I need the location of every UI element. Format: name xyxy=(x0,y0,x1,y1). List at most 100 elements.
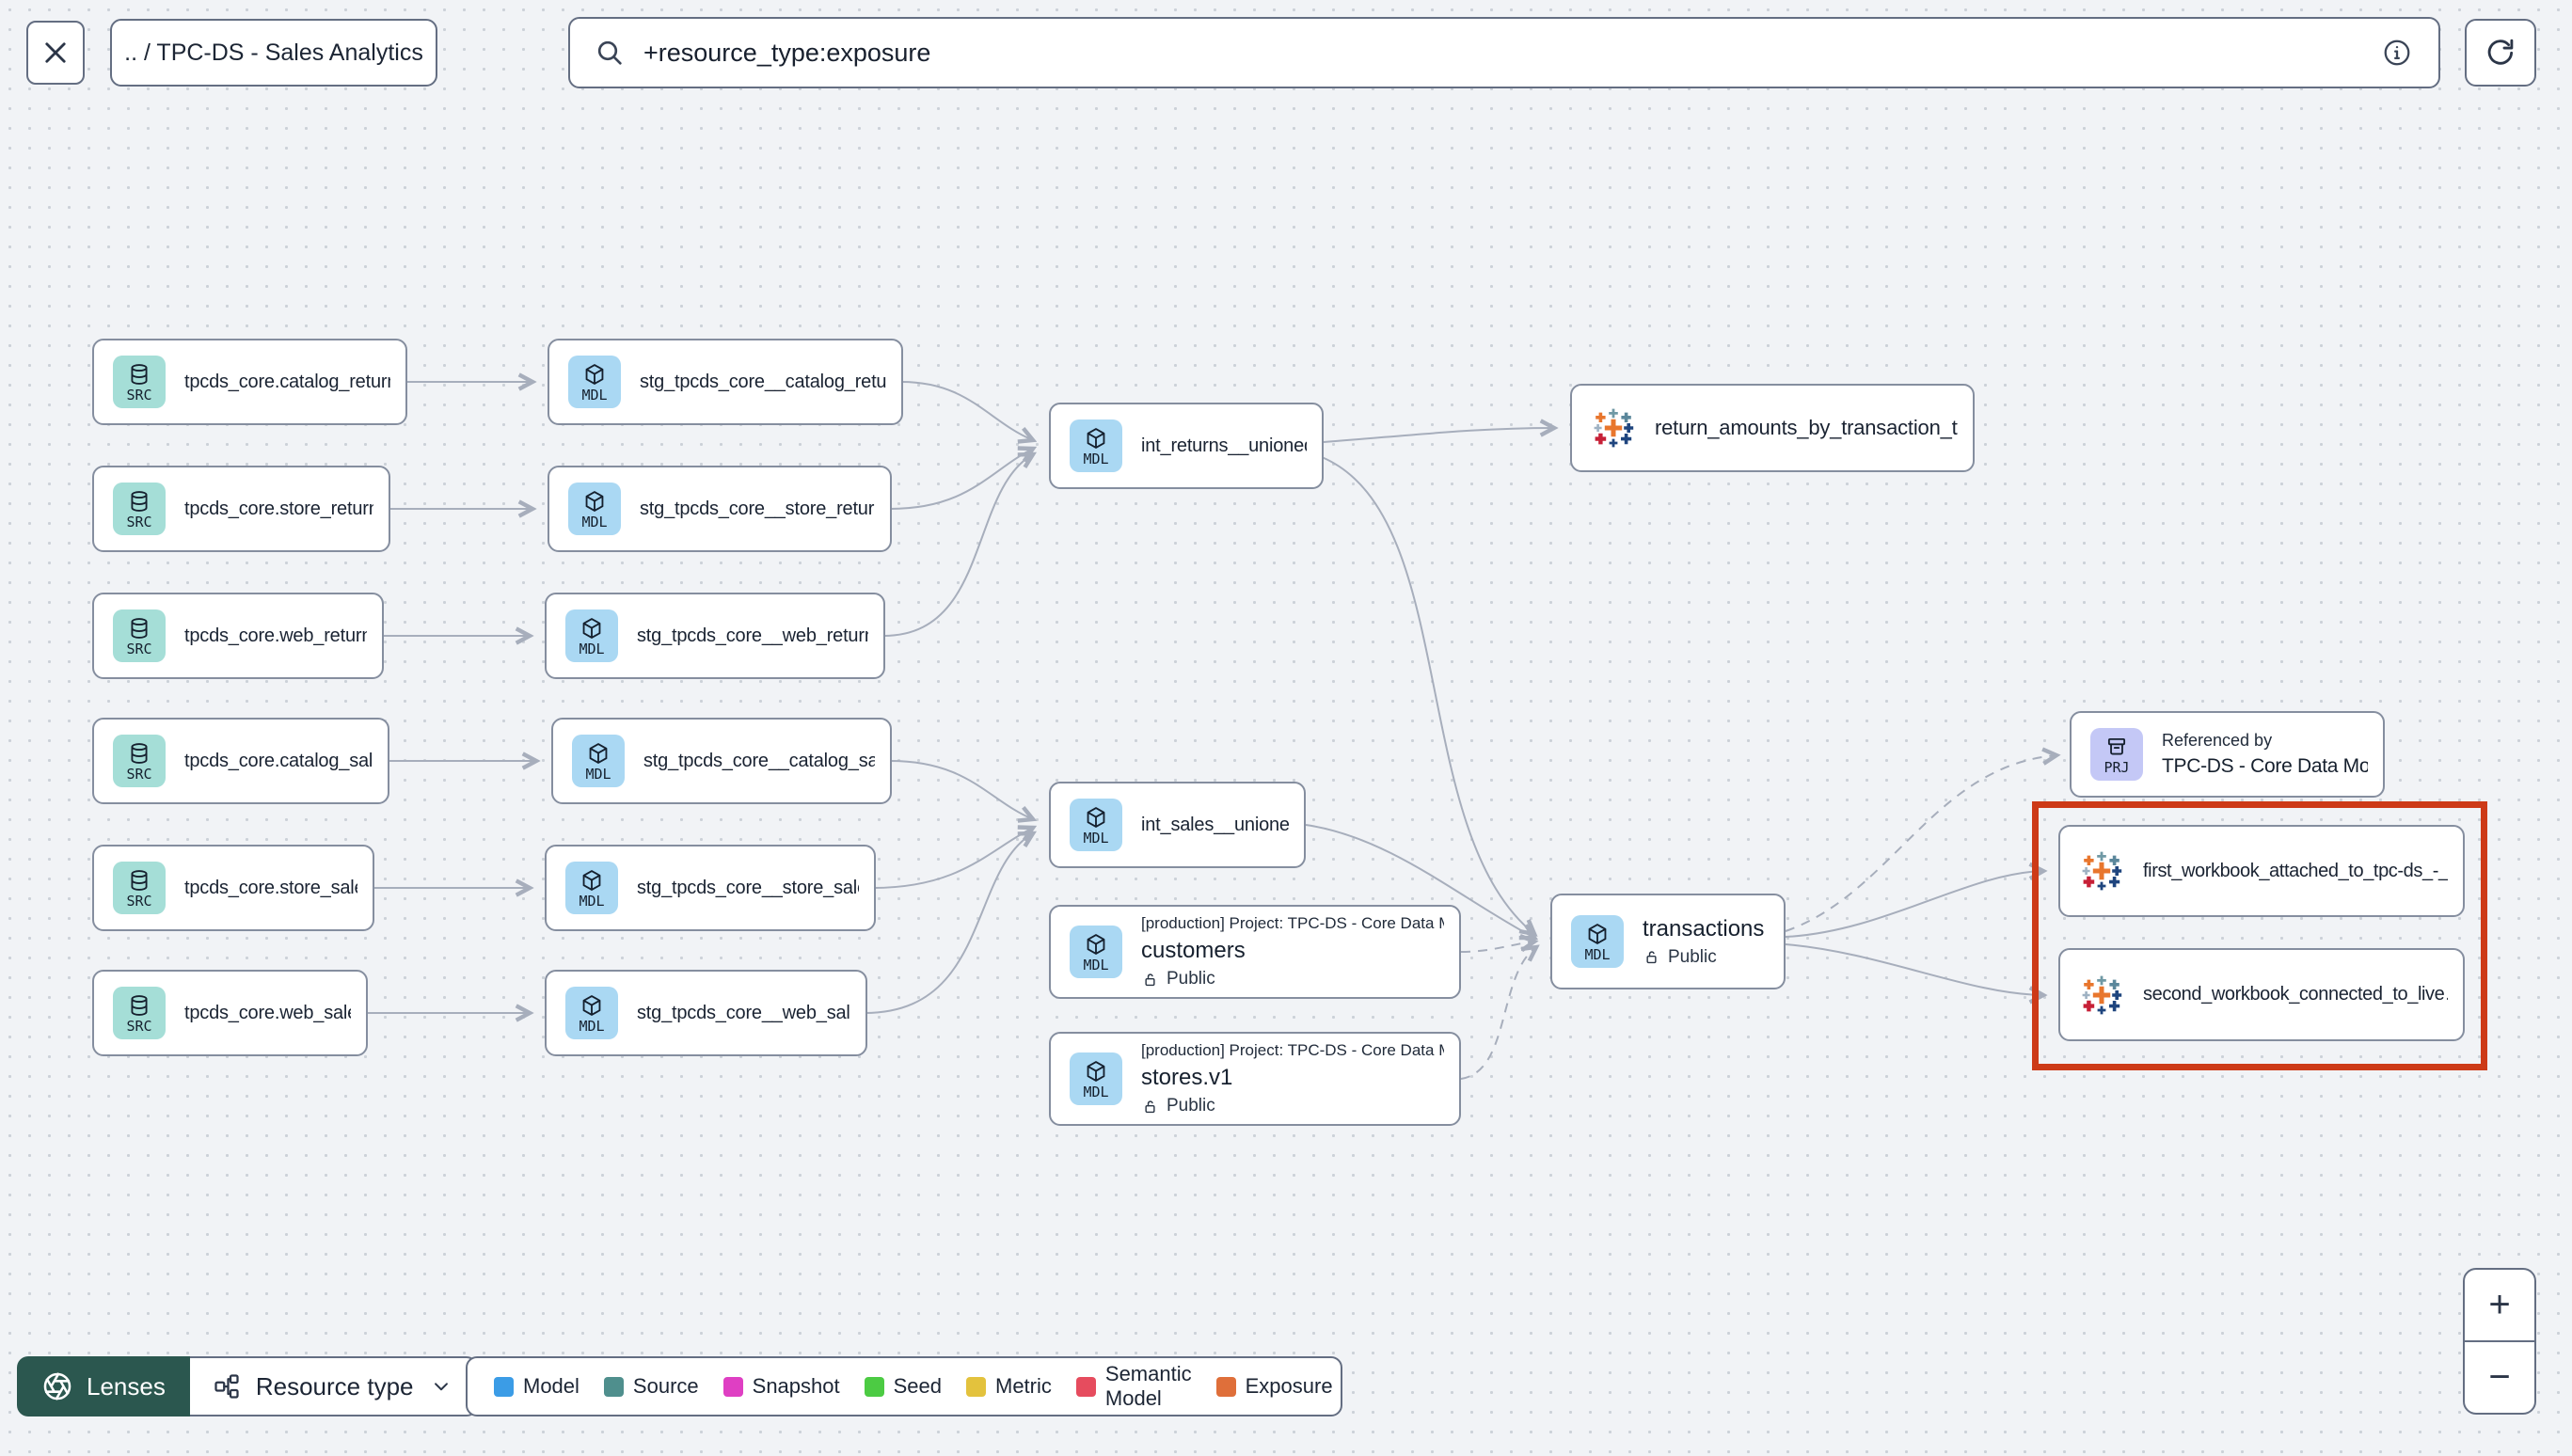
node-project-reference[interactable]: PRJ Referenced by TPC-DS - Core Data Mod… xyxy=(2070,711,2385,798)
zoom-in-button[interactable]: + xyxy=(2488,1284,2511,1325)
node-src-catalog-returns[interactable]: SRC tpcds_core.catalog_returns xyxy=(92,339,407,425)
node-workbook-second[interactable]: second_workbook_connected_to_live… xyxy=(2058,948,2465,1041)
cube-icon xyxy=(579,616,604,641)
node-label: transactions xyxy=(1643,915,1765,942)
legend-swatch xyxy=(1215,1376,1236,1397)
model-badge: MDL xyxy=(1070,1052,1122,1105)
model-badge: MDL xyxy=(565,987,618,1039)
node-label: stores.v1 xyxy=(1141,1065,1233,1090)
node-label: return_amounts_by_transaction_type xyxy=(1655,416,1958,439)
cube-icon xyxy=(1585,922,1610,946)
cube-icon xyxy=(1084,1059,1108,1084)
node-label: stg_tpcds_core__store_sales xyxy=(637,877,859,898)
node-project-caption: [production] Project: TPC-DS - Core Data… xyxy=(1141,914,1444,932)
legend-item-metric: Metric xyxy=(966,1374,1052,1399)
lenses-button[interactable]: Lenses xyxy=(17,1356,190,1416)
legend-swatch xyxy=(1075,1376,1096,1397)
node-workbook-first[interactable]: first_workbook_attached_to_tpc-ds_-_… xyxy=(2058,825,2465,917)
legend-item-exposure: Exposure xyxy=(1215,1374,1333,1399)
chevron-down-icon xyxy=(434,1383,448,1391)
search-input[interactable] xyxy=(642,37,2414,69)
node-src-store-returns[interactable]: SRC tpcds_core.store_returns xyxy=(92,466,390,552)
node-src-store-sales[interactable]: SRC tpcds_core.store_sales xyxy=(92,845,374,931)
tableau-icon xyxy=(2079,848,2124,894)
node-src-web-sales[interactable]: SRC tpcds_core.web_sales xyxy=(92,970,368,1056)
node-transactions[interactable]: MDL transactions Public xyxy=(1550,894,1786,989)
source-badge: SRC xyxy=(113,987,166,1039)
node-stg-store-sales[interactable]: MDL stg_tpcds_core__store_sales xyxy=(545,845,876,931)
node-stg-web-returns[interactable]: MDL stg_tpcds_core__web_returns xyxy=(545,593,885,679)
breadcrumb[interactable]: .. / TPC-DS - Sales Analytics xyxy=(110,19,437,87)
node-stg-catalog-sales[interactable]: MDL stg_tpcds_core__catalog_sales xyxy=(551,718,892,804)
zoom-out-button[interactable]: − xyxy=(2465,1340,2534,1413)
node-label: stg_tpcds_core__web_sales xyxy=(637,1002,850,1023)
access-badge: Public xyxy=(1141,1096,1444,1116)
model-badge: MDL xyxy=(1571,915,1624,968)
cube-icon xyxy=(1084,932,1108,957)
node-label: stg_tpcds_core__catalog_returns xyxy=(640,371,886,392)
node-label: tpcds_core.catalog_sales xyxy=(184,750,373,771)
node-exposure-return-amounts[interactable]: return_amounts_by_transaction_type xyxy=(1570,384,1975,472)
model-badge: MDL xyxy=(565,609,618,662)
close-button[interactable] xyxy=(26,21,85,85)
node-label: tpcds_core.catalog_returns xyxy=(184,371,390,392)
database-icon xyxy=(127,741,151,766)
node-src-catalog-sales[interactable]: SRC tpcds_core.catalog_sales xyxy=(92,718,389,804)
legend-item-semantic-model: Semantic Model xyxy=(1075,1362,1192,1411)
legend-swatch xyxy=(494,1376,514,1397)
node-stg-catalog-returns[interactable]: MDL stg_tpcds_core__catalog_returns xyxy=(548,339,903,425)
legend-item-source: Source xyxy=(603,1374,699,1399)
node-caption: Referenced by xyxy=(2162,731,2273,750)
node-label: first_workbook_attached_to_tpc-ds_-_… xyxy=(2143,860,2448,881)
legend-item-snapshot: Snapshot xyxy=(722,1374,840,1399)
node-src-web-returns[interactable]: SRC tpcds_core.web_returns xyxy=(92,593,384,679)
node-label: int_sales__unioned xyxy=(1141,814,1289,835)
node-label: stg_tpcds_core__catalog_sales xyxy=(643,750,875,771)
model-badge: MDL xyxy=(1070,926,1122,978)
model-badge: MDL xyxy=(568,356,621,408)
legend-item-model: Model xyxy=(494,1374,579,1399)
node-customers[interactable]: MDL [production] Project: TPC-DS - Core … xyxy=(1049,905,1461,999)
node-stores-v1[interactable]: MDL [production] Project: TPC-DS - Core … xyxy=(1049,1032,1461,1126)
close-icon xyxy=(45,42,66,63)
source-badge: SRC xyxy=(113,735,166,787)
search-icon xyxy=(597,40,622,65)
model-badge: MDL xyxy=(565,862,618,914)
cube-icon xyxy=(1084,426,1108,451)
project-icon xyxy=(2104,735,2129,759)
cube-icon xyxy=(582,489,607,514)
database-icon xyxy=(127,993,151,1018)
resource-type-label: Resource type xyxy=(255,1371,414,1401)
cube-icon xyxy=(586,741,611,766)
cube-icon xyxy=(582,362,607,387)
tableau-icon xyxy=(2079,973,2124,1018)
node-label: tpcds_core.web_returns xyxy=(184,625,367,646)
aperture-icon xyxy=(41,1370,73,1402)
search-bar xyxy=(568,17,2440,88)
highlight-box xyxy=(2032,801,2487,1070)
node-label: stg_tpcds_core__web_returns xyxy=(637,625,868,646)
info-icon[interactable] xyxy=(2382,38,2412,68)
legend: Model Source Snapshot Seed Metric Semant… xyxy=(466,1356,1342,1416)
lock-open-icon xyxy=(1141,1098,1159,1116)
node-stg-web-sales[interactable]: MDL stg_tpcds_core__web_sales xyxy=(545,970,867,1056)
lens-control: Lenses Resource type xyxy=(17,1356,478,1416)
node-int-returns-unioned[interactable]: MDL int_returns__unioned xyxy=(1049,403,1324,489)
node-label: customers xyxy=(1141,938,1246,963)
node-stg-store-returns[interactable]: MDL stg_tpcds_core__store_returns xyxy=(548,466,892,552)
legend-swatch xyxy=(603,1376,624,1397)
lenses-label: Lenses xyxy=(87,1371,166,1401)
access-badge: Public xyxy=(1643,947,1764,968)
breadcrumb-label: .. / TPC-DS - Sales Analytics xyxy=(124,39,423,66)
model-badge: MDL xyxy=(572,735,625,787)
lock-open-icon xyxy=(1643,948,1660,966)
resource-type-icon xyxy=(213,1372,241,1401)
source-badge: SRC xyxy=(113,862,166,914)
refresh-button[interactable] xyxy=(2465,19,2536,87)
node-label: stg_tpcds_core__store_returns xyxy=(640,498,875,519)
model-badge: MDL xyxy=(568,483,621,535)
node-int-sales-unioned[interactable]: MDL int_sales__unioned xyxy=(1049,782,1306,868)
resource-type-dropdown[interactable]: Resource type xyxy=(189,1356,478,1416)
